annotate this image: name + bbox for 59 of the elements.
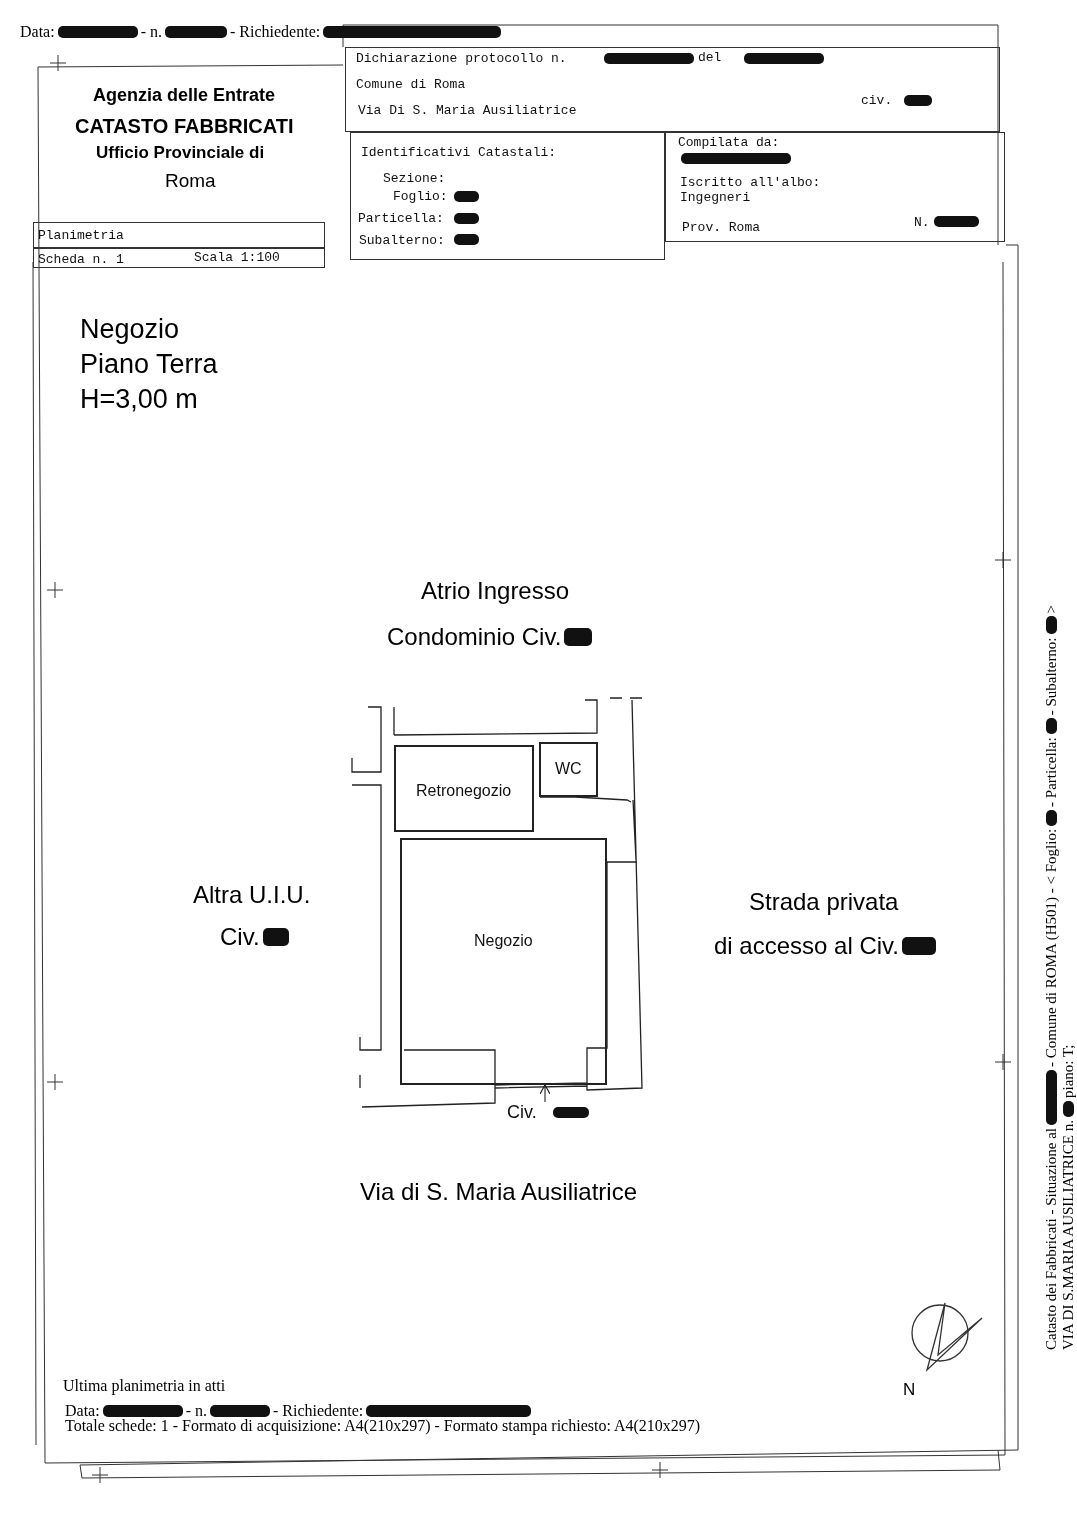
field-label: Iscritto all'albo: <box>680 175 821 190</box>
label-text: Agenzia delle Entrate <box>93 85 276 106</box>
label-text: Ultima planimetria in atti <box>63 1377 226 1395</box>
form-field-box <box>350 132 665 260</box>
field-label: del <box>698 50 722 65</box>
field-label: Identificativi Catastali: <box>361 145 557 160</box>
arrow <box>539 1084 551 1103</box>
field-label: Dichiarazione protocollo n. <box>356 51 567 66</box>
field-label: Prov. Roma <box>682 220 760 235</box>
label-text: Catasto dei Fabbricati - Situazione al <box>1043 1127 1060 1350</box>
field-label: Subalterno: <box>359 233 445 248</box>
field-label: Foglio: <box>393 189 448 204</box>
field-label: Sezione: <box>383 171 446 186</box>
label-text: CATASTO FABBRICATI <box>75 115 294 138</box>
field-label: Compilata da: <box>678 135 780 150</box>
label-text: Civ. <box>220 923 260 951</box>
field-label: Scheda n. 1 <box>38 252 124 267</box>
label-text: Condominio Civ. <box>387 623 562 651</box>
label-text: - Comune di ROMA (H501) - < Foglio: <box>1043 828 1060 1067</box>
form-field-box <box>665 132 1005 242</box>
label-text: Atrio Ingresso <box>421 577 570 605</box>
room-name: Retronegozio <box>416 782 512 800</box>
field-label: Civ. <box>507 1102 537 1123</box>
label-text: Altra U.I.U. <box>193 881 311 909</box>
field-label: Ingegneri <box>680 190 751 205</box>
room-outline <box>539 742 598 797</box>
label-text: Negozio Piano Terra H=3,00 m <box>80 313 219 417</box>
form-field-box <box>345 47 1000 132</box>
field-label: Planimetria <box>38 228 124 243</box>
label-text: - n. <box>140 23 162 41</box>
label-text: > <box>1043 605 1060 614</box>
label-text: Ufficio Provinciale di <box>96 143 265 163</box>
label-text: piano: T; <box>1060 1044 1077 1098</box>
label-text: - Subalterno: <box>1043 637 1060 716</box>
label-text: - n. <box>185 1402 207 1420</box>
label-text: Roma <box>165 170 216 192</box>
label-text: di accesso al Civ. <box>714 932 899 960</box>
label-text: - Richiedente: <box>273 1402 364 1419</box>
label-text: - Particella: <box>1043 737 1060 807</box>
label-text: Via di S. Maria Ausiliatrice <box>360 1178 637 1206</box>
form-field-box <box>33 222 325 248</box>
label-text: - Richiedente: <box>230 23 321 41</box>
room-outline <box>394 745 534 832</box>
field-label: N. <box>914 215 930 230</box>
label-text: Strada privata <box>749 888 899 916</box>
field-label: Scala 1:100 <box>194 250 280 265</box>
field-label: Particella: <box>358 211 444 226</box>
room-outline <box>400 838 607 1085</box>
label-text: N <box>903 1380 916 1400</box>
field-label: civ. <box>861 93 893 108</box>
form-field-box <box>33 248 325 268</box>
label-text: Totale schede: 1 - Formato di acquisizione: A4(210x297) - Formato stampa richiesto: A4(210x297) <box>65 1417 701 1435</box>
room-name: WC <box>555 760 582 778</box>
field-label: Via Di S. Maria Ausiliatrice <box>358 103 577 118</box>
field-label: Comune di Roma <box>356 77 466 92</box>
label-text: VIA DI S.MARIA AUSILIATRICE n. <box>1060 1120 1077 1350</box>
label-text: Data: <box>20 23 55 41</box>
room-name: Negozio <box>474 932 533 950</box>
label-text: Data: <box>65 1402 100 1419</box>
